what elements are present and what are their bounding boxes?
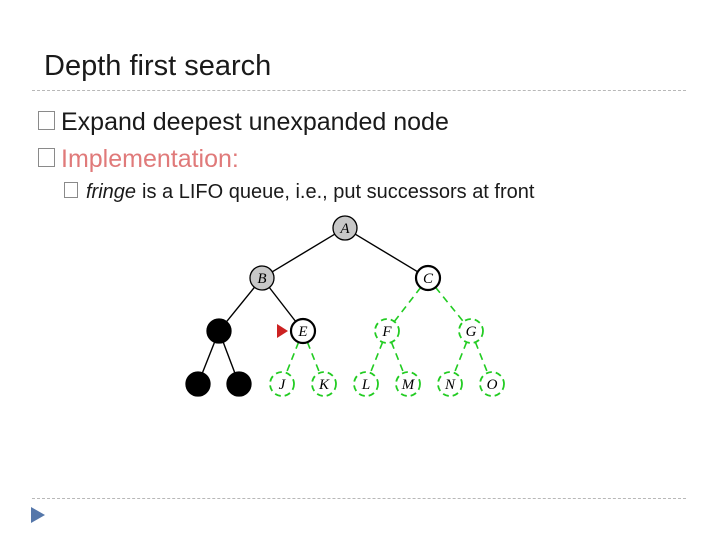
tree-edge-d-i xyxy=(222,341,236,374)
tree-node-label: A xyxy=(339,221,350,237)
tree-node-b: B xyxy=(249,265,275,291)
tree-node-o: O xyxy=(479,371,505,397)
tree-node-circle xyxy=(458,318,484,344)
tree-node-circle xyxy=(206,318,232,344)
tree-edge-e-j xyxy=(285,341,300,374)
tree-edge-g-n xyxy=(453,341,468,374)
tree-node-label: K xyxy=(318,377,330,393)
fringe-term: fringe xyxy=(86,181,137,203)
tree-edge-f-m xyxy=(390,341,405,374)
tree-node-c: C xyxy=(414,264,442,292)
tree-node-a: A xyxy=(332,215,358,241)
bullet-box-icon xyxy=(38,148,55,167)
bullet-fringe: fringe is a LIFO queue, i.e., put succes… xyxy=(64,181,534,204)
bullet-implementation: Implementation: xyxy=(38,145,239,174)
tree-node-circle xyxy=(269,371,295,397)
tree-node-circle xyxy=(185,371,211,397)
tree-node-e: E xyxy=(289,317,317,345)
current-node-pointer-icon xyxy=(277,324,288,338)
tree-node-label: L xyxy=(361,377,370,393)
tree-edge-b-e xyxy=(268,287,297,322)
tree-node-label: G xyxy=(466,324,477,340)
tree-node-circle xyxy=(311,371,337,397)
tree-edge-e-k xyxy=(306,341,321,374)
tree-node-circle xyxy=(374,318,400,344)
tree-node-label: J xyxy=(279,377,287,393)
tree-node-label: M xyxy=(401,377,416,393)
bullet-box-icon xyxy=(38,111,55,130)
tree-node-label: O xyxy=(487,377,498,393)
tree-node-m: M xyxy=(395,371,421,397)
tree-node-circle xyxy=(437,371,463,397)
fringe-description: is a LIFO queue, i.e., put successors at… xyxy=(142,181,535,203)
tree-edge-b-d xyxy=(226,286,255,323)
tree-edge-c-g xyxy=(434,286,465,323)
footer-divider xyxy=(32,498,686,499)
bullet-implementation-text: Implementation: xyxy=(61,145,239,173)
tree-node-l: L xyxy=(353,371,379,397)
tree-edge-a-c xyxy=(354,233,419,273)
tree-node-g: G xyxy=(458,318,484,344)
tree-node-label: F xyxy=(381,324,392,340)
bullet-expand: Expand deepest unexpanded node xyxy=(38,108,449,137)
tree-edges xyxy=(201,233,489,374)
tree-node-circle xyxy=(479,371,505,397)
tree-node-circle xyxy=(332,215,358,241)
tree-node-circle xyxy=(395,371,421,397)
tree-edge-c-f xyxy=(393,287,422,322)
tree-node-j: J xyxy=(269,371,295,397)
tree-node-label: N xyxy=(444,377,456,393)
tree-edge-a-b xyxy=(271,233,336,273)
tree-node-i xyxy=(226,371,252,397)
tree-node-circle xyxy=(226,371,252,397)
tree-node-label: B xyxy=(257,271,266,287)
bullet-expand-text: Expand deepest unexpanded node xyxy=(61,108,449,136)
tree-node-circle xyxy=(289,317,317,345)
tree-nodes: A B C E F G J K L M N O xyxy=(185,215,505,397)
tree-edge-f-l xyxy=(369,341,384,374)
tree-node-k: K xyxy=(311,371,337,397)
tree-edge-d-h xyxy=(201,341,216,374)
slide-nav-arrow-icon xyxy=(31,507,45,523)
slide-title: Depth first search xyxy=(44,50,272,82)
sub-bullet-box-icon xyxy=(64,182,78,198)
tree-node-circle xyxy=(353,371,379,397)
title-divider xyxy=(32,90,686,91)
tree-node-h xyxy=(185,371,211,397)
tree-node-f: F xyxy=(374,318,400,344)
tree-node-d xyxy=(206,318,232,344)
tree-node-label: E xyxy=(297,324,307,340)
tree-node-circle xyxy=(249,265,275,291)
tree-node-n: N xyxy=(437,371,463,397)
tree-node-circle xyxy=(414,264,442,292)
tree-edge-g-o xyxy=(474,341,489,374)
tree-node-label: C xyxy=(423,271,434,287)
